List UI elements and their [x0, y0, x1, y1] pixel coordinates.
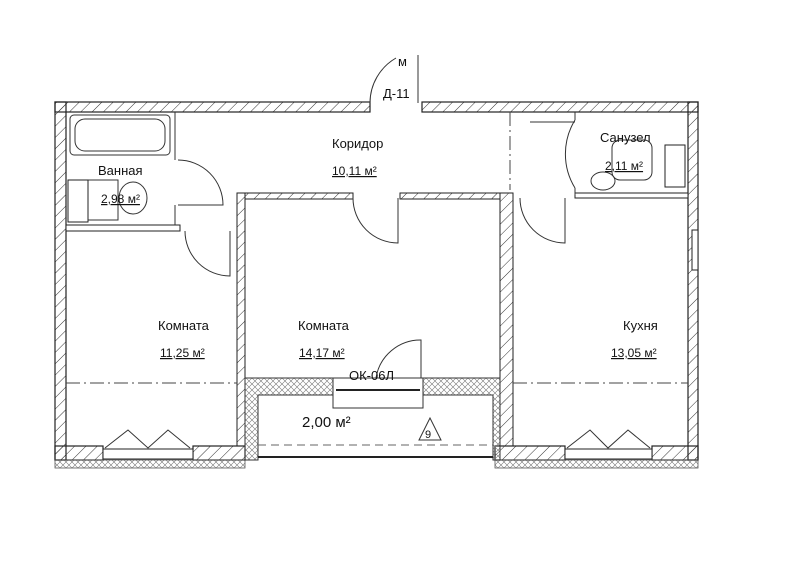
room-area-room2: 14,17 м²: [299, 346, 345, 360]
balcony-area: 2,00 м²: [302, 414, 351, 431]
balcony-marker: 9: [425, 429, 431, 441]
room-name-wc: Санузел: [600, 130, 651, 145]
room-name-room1: Комната: [158, 318, 210, 333]
room-name-room2: Комната: [298, 318, 350, 333]
room-area-corridor: 10,11 м²: [332, 164, 377, 178]
room-name-kitchen: Кухня: [623, 318, 658, 333]
radiator-icon: [691, 229, 699, 271]
window-left: [102, 429, 194, 460]
entrance-label-fragment: м: [398, 54, 407, 69]
bathtub-icon: [69, 114, 171, 156]
room-name-bathroom: Ванная: [98, 163, 143, 178]
room-area-room1: 11,25 м²: [160, 346, 205, 360]
doors: [177, 55, 576, 379]
entrance-door-code: Д-11: [383, 86, 410, 101]
window-code: ОК-06Л: [349, 368, 394, 383]
room-area-bathroom: 2,98 м²: [101, 192, 140, 206]
exterior-walls: [54, 101, 699, 469]
room-area-wc: 2,11 м²: [605, 159, 643, 173]
room-area-kitchen: 13,05 м²: [611, 346, 657, 360]
room-name-corridor: Коридор: [332, 136, 383, 151]
sink-icon: [67, 179, 148, 223]
interior-walls: [65, 112, 689, 447]
toilet-icon: [590, 139, 686, 191]
triangle-marker-icon: [418, 416, 442, 441]
window-right: [564, 429, 653, 460]
balcony: [244, 377, 501, 461]
